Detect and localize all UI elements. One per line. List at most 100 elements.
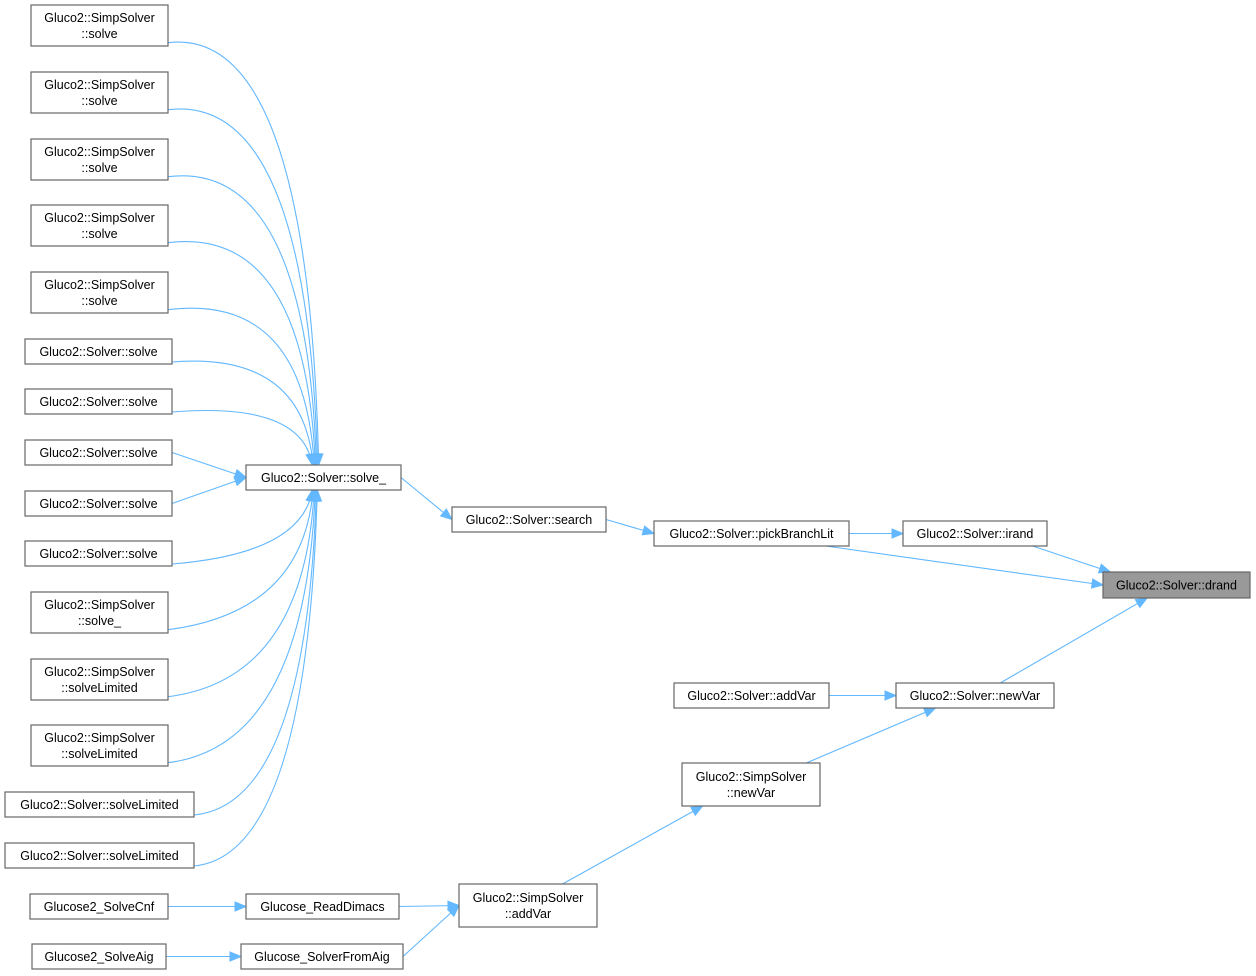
node-box <box>30 138 169 181</box>
graph-node-s2[interactable]: Gluco2::Solver::solve <box>24 388 173 415</box>
edge-sl1-to-solve_ <box>193 489 317 816</box>
node-box <box>24 388 173 415</box>
node-label: ::solve <box>81 227 117 241</box>
edge-ss4-to-solve_ <box>167 241 316 466</box>
graph-node-snewVar[interactable]: Gluco2::SimpSolver::newVar <box>681 762 821 807</box>
node-label: Gluco2::SimpSolver <box>44 145 154 159</box>
node-label: ::solveLimited <box>61 747 137 761</box>
graph-node-fromAig[interactable]: Glucose_SolverFromAig <box>240 943 404 970</box>
edge-s2-to-solve_ <box>171 409 313 466</box>
edge-s1-to-solve_ <box>171 360 314 466</box>
arrowhead-icon <box>311 488 323 502</box>
node-box <box>24 540 173 567</box>
edge-fromAig-to-saddVar <box>402 905 460 957</box>
node-label: ::solve <box>81 94 117 108</box>
node-label: Gluco2::SimpSolver <box>696 770 806 784</box>
edge-ss2-to-solve_ <box>167 108 319 466</box>
graph-node-addVar[interactable]: Gluco2::Solver::addVar <box>673 682 830 709</box>
edge-s5-to-solve_ <box>171 489 313 565</box>
node-label: Gluco2::Solver::addVar <box>687 689 815 703</box>
graph-node-s1[interactable]: Gluco2::Solver::solve <box>24 338 173 365</box>
edge-ss3-to-solve_ <box>167 175 317 466</box>
node-label: Gluco2::SimpSolver <box>44 731 154 745</box>
arrowhead-icon <box>641 525 656 536</box>
node-box <box>681 762 821 807</box>
node-box <box>458 883 598 928</box>
node-label: Gluco2::Solver::newVar <box>910 689 1040 703</box>
arrowhead-icon <box>439 508 454 521</box>
node-box <box>451 506 607 533</box>
node-label: Gluco2::SimpSolver <box>44 665 154 679</box>
node-box <box>29 893 169 920</box>
node-box <box>240 943 404 970</box>
graph-node-ss3[interactable]: Gluco2::SimpSolver::solve <box>30 138 169 181</box>
graph-node-ss2[interactable]: Gluco2::SimpSolver::solve <box>30 71 169 114</box>
node-label: ::solveLimited <box>61 681 137 695</box>
node-box <box>4 842 195 869</box>
graph-node-aig[interactable]: Glucose2_SolveAig <box>31 943 167 970</box>
graph-node-sl1[interactable]: Gluco2::Solver::solveLimited <box>4 791 195 818</box>
node-box <box>24 439 173 466</box>
graph-node-ssl1[interactable]: Gluco2::SimpSolver::solveLimited <box>30 658 169 701</box>
edge-irand-to-drand <box>1032 545 1111 573</box>
node-label: Gluco2::SimpSolver <box>44 278 154 292</box>
node-label: ::addVar <box>505 907 551 921</box>
graph-node-ssl2[interactable]: Gluco2::SimpSolver::solveLimited <box>30 724 169 767</box>
node-label: Gluco2::SimpSolver <box>44 598 154 612</box>
graph-node-search[interactable]: Gluco2::Solver::search <box>451 506 607 533</box>
node-box <box>30 658 169 701</box>
node-label: Gluco2::Solver::drand <box>1116 579 1237 593</box>
node-label: Gluco2::Solver::pickBranchLit <box>670 527 834 541</box>
graph-node-ss_[interactable]: Gluco2::SimpSolver::solve_ <box>30 591 169 634</box>
edge-ssl1-to-solve_ <box>167 489 315 698</box>
arrowhead-icon <box>1134 597 1149 609</box>
node-label: Gluco2::Solver::solve <box>39 345 157 359</box>
graph-node-ss4[interactable]: Gluco2::SimpSolver::solve <box>30 204 169 247</box>
graph-node-s5[interactable]: Gluco2::Solver::solve <box>24 540 173 567</box>
node-box <box>30 591 169 634</box>
edge-sl2-to-solve_ <box>193 489 318 867</box>
arrowhead-icon <box>446 904 460 918</box>
graph-node-drand[interactable]: Gluco2::Solver::drand <box>1102 571 1251 599</box>
node-label: ::solve <box>81 294 117 308</box>
graph-node-solve_[interactable]: Gluco2::Solver::solve_ <box>245 464 402 491</box>
edge-pick-to-drand <box>825 545 1104 586</box>
graph-node-saddVar[interactable]: Gluco2::SimpSolver::addVar <box>458 883 598 928</box>
graph-node-s3[interactable]: Gluco2::Solver::solve <box>24 439 173 466</box>
graph-node-irand[interactable]: Gluco2::Solver::irand <box>902 520 1048 547</box>
graph-node-ss1[interactable]: Gluco2::SimpSolver::solve <box>30 4 169 47</box>
node-box <box>1102 571 1251 599</box>
node-label: ::solve <box>81 27 117 41</box>
node-box <box>245 893 400 920</box>
graph-node-cnf[interactable]: Glucose2_SolveCnf <box>29 893 169 920</box>
node-box <box>245 464 402 491</box>
node-label: Gluco2::SimpSolver <box>44 78 154 92</box>
graph-node-dimacs[interactable]: Glucose_ReadDimacs <box>245 893 400 920</box>
node-label: Glucose_ReadDimacs <box>260 900 384 914</box>
edges-layer <box>166 41 1149 962</box>
node-box <box>4 791 195 818</box>
node-label: Gluco2::Solver::irand <box>917 527 1034 541</box>
node-box <box>653 520 850 547</box>
node-label: ::solve_ <box>78 614 122 628</box>
graph-node-ss5[interactable]: Gluco2::SimpSolver::solve <box>30 271 169 314</box>
node-box <box>30 724 169 767</box>
arrowhead-icon <box>305 452 316 467</box>
arrowhead-icon <box>229 951 243 962</box>
arrowhead-icon <box>233 476 248 487</box>
arrowhead-icon <box>234 901 248 912</box>
edge-newVar-to-drand <box>1000 597 1148 684</box>
node-label: Gluco2::Solver::solve <box>39 446 157 460</box>
graph-node-pick[interactable]: Gluco2::Solver::pickBranchLit <box>653 520 850 547</box>
graph-node-sl2[interactable]: Gluco2::Solver::solveLimited <box>4 842 195 869</box>
arrowhead-icon <box>690 805 704 817</box>
arrowhead-icon <box>1090 578 1105 589</box>
node-label: Glucose_SolverFromAig <box>254 950 390 964</box>
graph-node-s4[interactable]: Gluco2::Solver::solve <box>24 490 173 517</box>
nodes-layer: Gluco2::SimpSolver::solveGluco2::SimpSol… <box>4 4 1251 970</box>
node-box <box>30 71 169 114</box>
node-label: Gluco2::SimpSolver <box>473 891 583 905</box>
edge-s3-to-solve_ <box>171 451 247 479</box>
graph-node-newVar[interactable]: Gluco2::Solver::newVar <box>895 682 1055 709</box>
